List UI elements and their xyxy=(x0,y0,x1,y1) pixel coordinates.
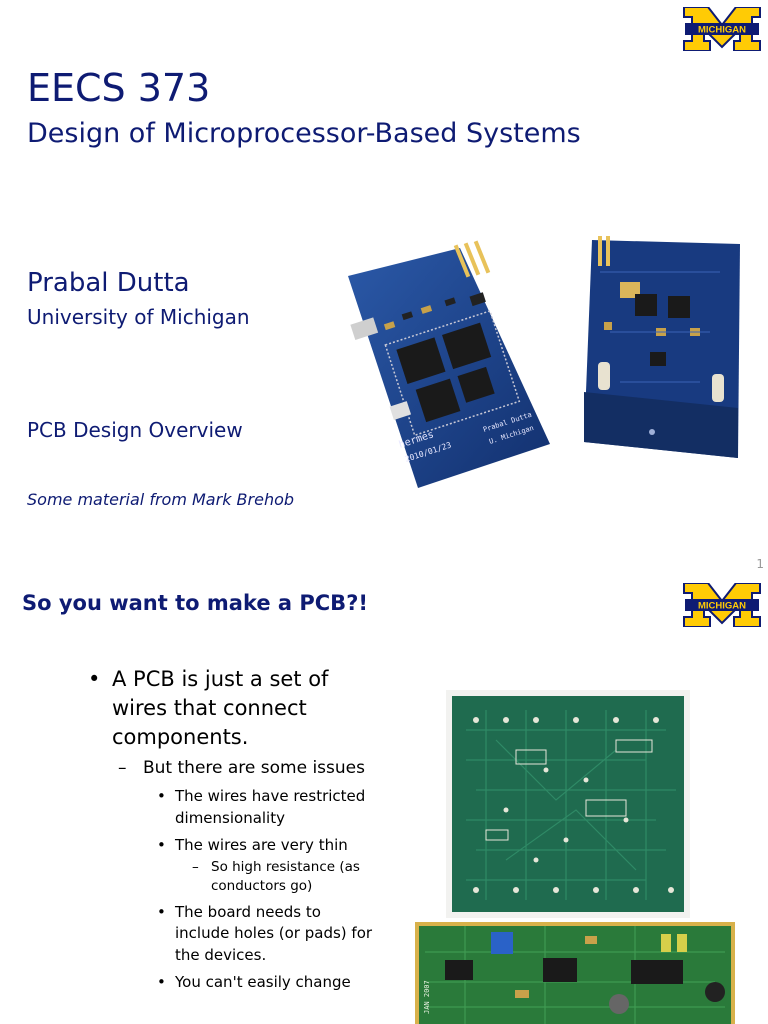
course-title: EECS 373 xyxy=(27,66,211,110)
bullet-list: A PCB is just a set of wires that connec… xyxy=(88,665,373,994)
populated-green-pcb-photo: JAN 2007 xyxy=(415,922,735,1024)
bare-green-pcb-photo xyxy=(446,690,690,918)
michigan-block-m-logo: MICHIGAN xyxy=(683,7,761,51)
lecture-topic: PCB Design Overview xyxy=(27,418,243,442)
board-date-label: JAN 2007 xyxy=(423,980,431,1014)
sensor-pcb-photo xyxy=(584,236,740,458)
bullet-level3: The wires have restricted dimensionality xyxy=(88,786,373,829)
material-credit: Some material from Mark Brehob xyxy=(27,490,295,509)
page-number: 1 xyxy=(756,557,764,571)
bullet-level4: So high resistance (as conductors go) xyxy=(88,858,373,896)
author-name: Prabal Dutta xyxy=(27,268,190,298)
bullet-level3: You can't easily change xyxy=(88,972,373,994)
content-slide: MICHIGAN So you want to make a PCB?! A P… xyxy=(0,576,768,1024)
logo-wordmark: MICHIGAN xyxy=(698,601,746,612)
course-subtitle: Design of Microprocessor-Based Systems xyxy=(27,118,581,149)
bullet-level2: But there are some issues xyxy=(88,756,373,780)
slide-title: So you want to make a PCB?! xyxy=(22,591,368,615)
hermes-pcb-photo: hermes 2010/01/23 Prabal Dutta U. Michig… xyxy=(348,240,550,488)
bullet-level1: A PCB is just a set of wires that connec… xyxy=(88,665,373,752)
bullet-level3: The wires are very thin xyxy=(88,835,373,857)
michigan-block-m-logo: MICHIGAN xyxy=(683,583,761,627)
bullet-level3: The board needs to include holes (or pad… xyxy=(88,902,373,967)
author-affiliation: University of Michigan xyxy=(27,305,250,329)
logo-wordmark: MICHIGAN xyxy=(698,25,746,36)
title-slide: MICHIGAN EECS 373 Design of Microprocess… xyxy=(27,7,764,571)
